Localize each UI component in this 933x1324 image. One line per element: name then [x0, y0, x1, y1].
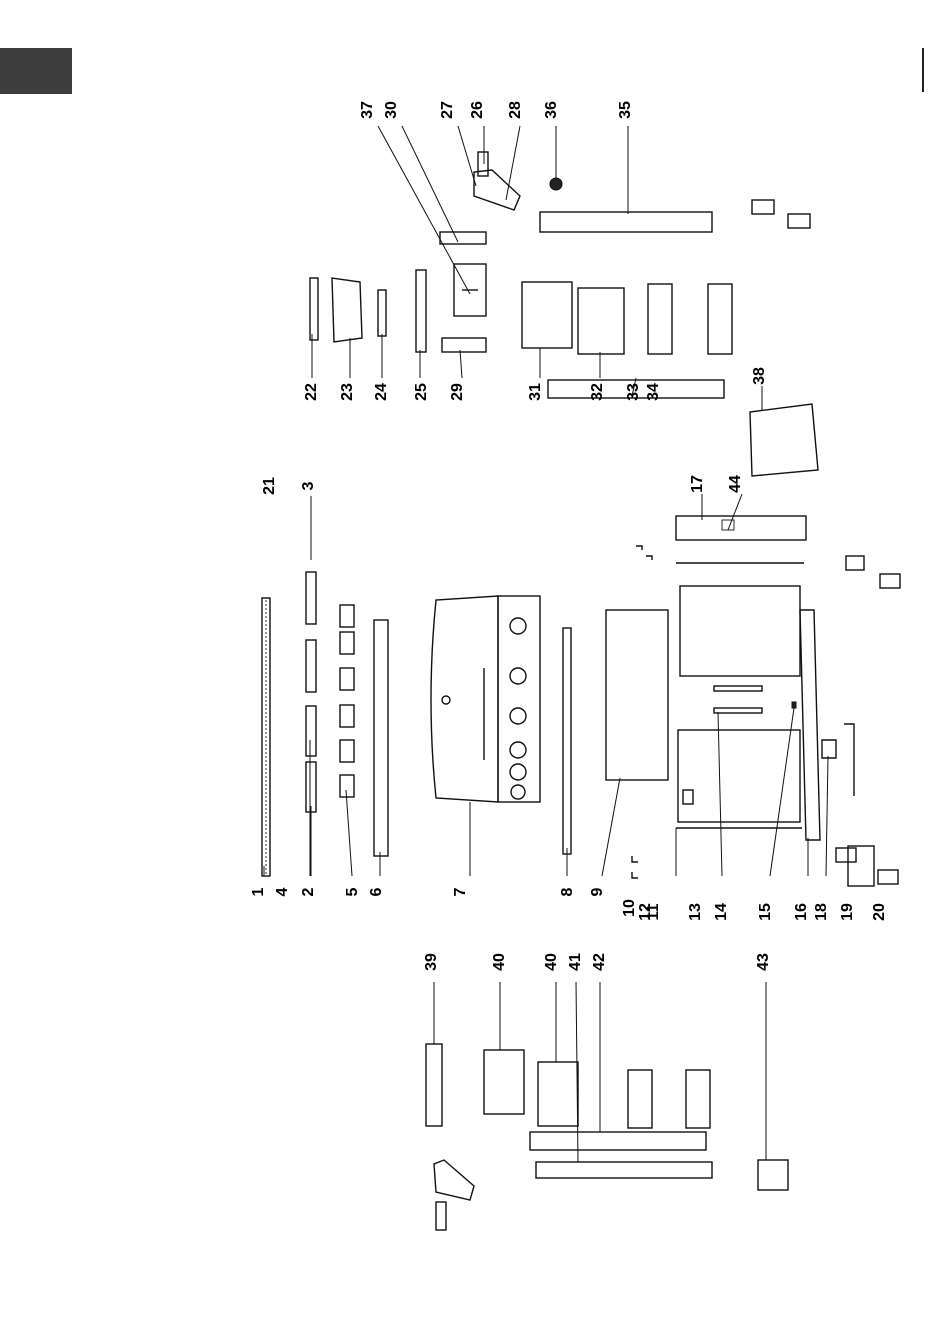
callout-35: 35: [617, 101, 634, 119]
callout-5: 5: [344, 887, 361, 896]
callout-44: 44: [727, 475, 744, 493]
callout-22: 22: [303, 383, 320, 401]
callout-6: 6: [368, 887, 385, 896]
callout-21: 21: [261, 477, 278, 495]
callout-15: 15: [757, 903, 774, 921]
callout-43: 43: [755, 953, 772, 971]
callout-16: 16: [793, 903, 810, 921]
callout-37: 37: [359, 101, 376, 119]
callout-3: 3: [300, 481, 317, 490]
callout-40: 40: [491, 953, 508, 971]
callout-39: 39: [423, 953, 440, 971]
flame-tamers: [340, 605, 354, 797]
callout-28: 28: [507, 101, 524, 119]
callout-1: 1: [250, 887, 267, 896]
callout-7: 7: [452, 887, 469, 896]
callout-17: 17: [689, 475, 706, 493]
callout-23: 23: [339, 383, 356, 401]
callout-36: 36: [543, 101, 560, 119]
callout-27: 27: [439, 101, 456, 119]
callout-2: 2: [300, 887, 317, 896]
callout-18: 18: [813, 903, 830, 921]
callout-33: 33: [625, 383, 642, 401]
callout-20: 20: [871, 903, 888, 921]
callout-24: 24: [373, 383, 390, 401]
callout-30: 30: [383, 101, 400, 119]
callout-26: 26: [469, 101, 486, 119]
callout-19: 19: [839, 903, 856, 921]
callout-14: 14: [713, 903, 730, 921]
callout-29: 29: [449, 383, 466, 401]
callout-8: 8: [559, 887, 576, 896]
callout-32: 32: [589, 383, 606, 401]
callout-34: 34: [645, 383, 662, 401]
callout-9: 9: [589, 887, 606, 896]
callout-31: 31: [527, 383, 544, 401]
grill-head: [431, 596, 540, 802]
callout-13: 13: [687, 903, 704, 921]
callout-41: 41: [567, 953, 584, 971]
callout-38: 38: [751, 367, 768, 385]
callout-12: 12: [637, 903, 654, 921]
callout-42: 42: [591, 953, 608, 971]
callout-4: 4: [274, 887, 291, 896]
callout-40: 40: [543, 953, 560, 971]
callout-25: 25: [413, 383, 430, 401]
callout-10: 10: [621, 899, 638, 917]
parts-layer: [262, 152, 900, 1230]
